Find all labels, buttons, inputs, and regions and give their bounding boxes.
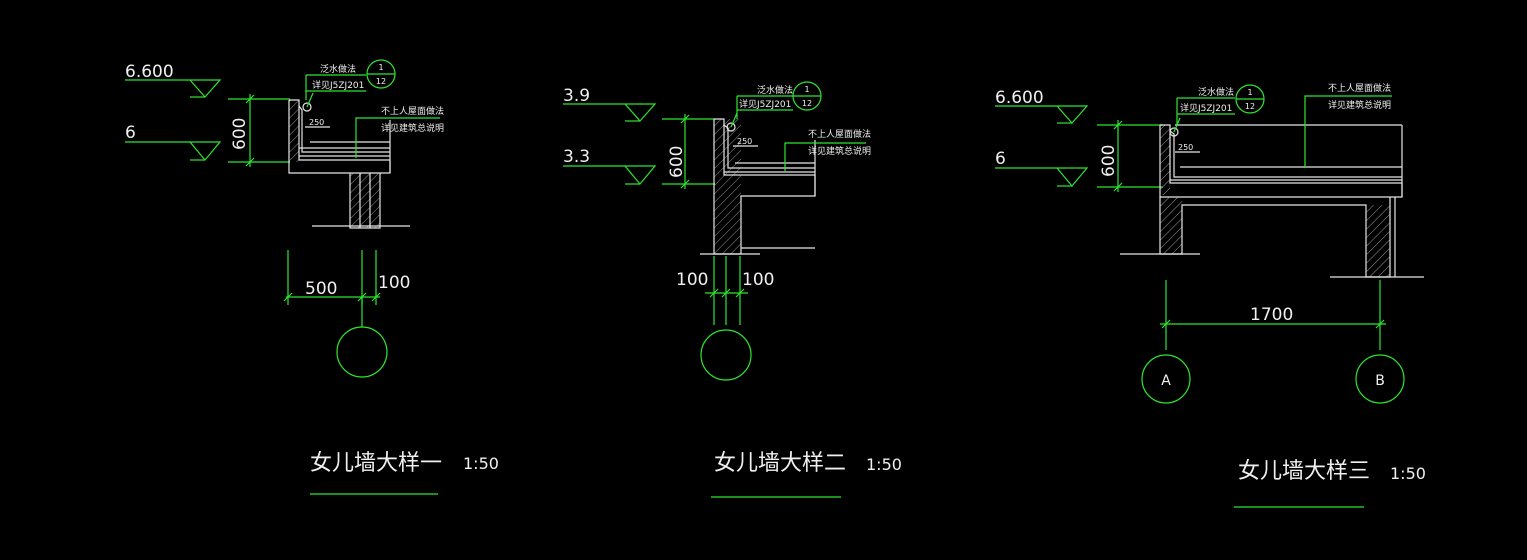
annotation-flashing: 泛水做法 详见J5ZJ201 1 12 [1176, 84, 1265, 125]
width-dimension: 500 100 [283, 250, 410, 378]
detail-title: 女儿墙大样一 1:50 [310, 451, 499, 495]
annotation-roof: 不上人屋面做法 详见建筑总说明 250 [1175, 82, 1392, 168]
detail-title: 女儿墙大样二 1:50 [711, 451, 902, 498]
level-marker-top: 3.9 [563, 86, 657, 122]
level-bottom-label: 6 [995, 149, 1006, 169]
note-flashing: 泛水做法 [1198, 86, 1234, 98]
note-roof-2: 详见建筑总说明 [808, 145, 871, 157]
level-bottom-label: 3.3 [563, 147, 590, 167]
note-ref: 详见J5ZJ201 [312, 79, 364, 91]
width-dimension: 100 100 [676, 256, 774, 381]
callout-sheet: 12 [802, 99, 812, 108]
title-text: 女儿墙大样二 [714, 451, 846, 476]
annotation-flashing: 泛水做法 详见J5ZJ201 1 12 [305, 59, 396, 100]
scale-text: 1:50 [1390, 464, 1426, 483]
height-dimension: 600 [662, 114, 715, 189]
axis-label-b: B [1375, 373, 1385, 389]
detail-2: 3.9 3.3 600 [563, 81, 902, 498]
note-ref: 详见J5ZJ201 [739, 98, 791, 110]
span-dimension: 1700 A B [1141, 280, 1405, 404]
height-dim-label: 600 [667, 146, 687, 178]
level-marker-top: 6.600 [995, 88, 1089, 124]
level-top-label: 6.600 [995, 88, 1044, 108]
level-marker-top: 6.600 [125, 62, 222, 98]
axis-bubble [336, 326, 388, 378]
small-dim-label: 250 [309, 118, 324, 127]
height-dim-label: 600 [230, 118, 250, 150]
axis-bubble [700, 329, 752, 381]
annotation-roof: 不上人屋面做法 详见建筑总说明 250 [733, 128, 871, 171]
parapet-section [700, 112, 816, 255]
callout-sheet: 12 [376, 77, 386, 86]
callout-number: 1 [1247, 88, 1252, 97]
height-dimension: 600 [1097, 120, 1163, 192]
note-roof-1: 不上人屋面做法 [1328, 82, 1391, 94]
detail-title: 女儿墙大样三 1:50 [1234, 459, 1426, 508]
scale-text: 1:50 [866, 455, 902, 474]
note-roof-1: 不上人屋面做法 [381, 105, 444, 117]
axis-label-a: A [1161, 373, 1171, 389]
level-marker-bottom: 6 [995, 149, 1089, 187]
note-roof-1: 不上人屋面做法 [808, 128, 871, 140]
annotation-roof: 不上人屋面做法 详见建筑总说明 250 [305, 105, 444, 158]
annotation-flashing: 泛水做法 详见J5ZJ201 1 12 [736, 81, 822, 119]
axis-bubble-b [1355, 354, 1405, 404]
small-dim-label: 250 [1178, 143, 1193, 152]
callout-number: 1 [804, 85, 809, 94]
level-marker-bottom: 3.3 [563, 147, 657, 185]
note-ref: 详见J5ZJ201 [1180, 102, 1232, 114]
width-dim-1: 100 [676, 270, 708, 290]
detail-1: 6.600 6 600 [125, 59, 499, 495]
level-bottom-label: 6 [125, 123, 136, 143]
level-top-label: 6.600 [125, 62, 174, 82]
axis-bubble-a [1141, 354, 1191, 404]
note-flashing: 泛水做法 [757, 84, 793, 96]
note-flashing: 泛水做法 [320, 63, 356, 75]
callout-number: 1 [378, 63, 383, 72]
height-dim-label: 600 [1099, 145, 1119, 177]
parapet-section [1120, 117, 1424, 278]
level-top-label: 3.9 [563, 86, 590, 106]
small-dim-label: 250 [737, 137, 752, 146]
level-marker-bottom: 6 [125, 123, 222, 161]
detail-3: 6.600 6 600 [995, 82, 1426, 508]
callout-sheet: 12 [1245, 102, 1255, 111]
note-roof-2: 详见建筑总说明 [1328, 99, 1391, 111]
note-roof-2: 详见建筑总说明 [381, 122, 444, 134]
scale-text: 1:50 [463, 454, 499, 473]
width-dim-2: 100 [742, 270, 774, 290]
span-dim-label: 1700 [1250, 305, 1293, 325]
title-text: 女儿墙大样三 [1238, 459, 1370, 484]
parapet-section [288, 92, 410, 229]
width-dim-1: 500 [305, 279, 337, 299]
title-text: 女儿墙大样一 [310, 451, 442, 476]
width-dim-2: 100 [378, 273, 410, 293]
height-dimension: 600 [228, 94, 290, 167]
